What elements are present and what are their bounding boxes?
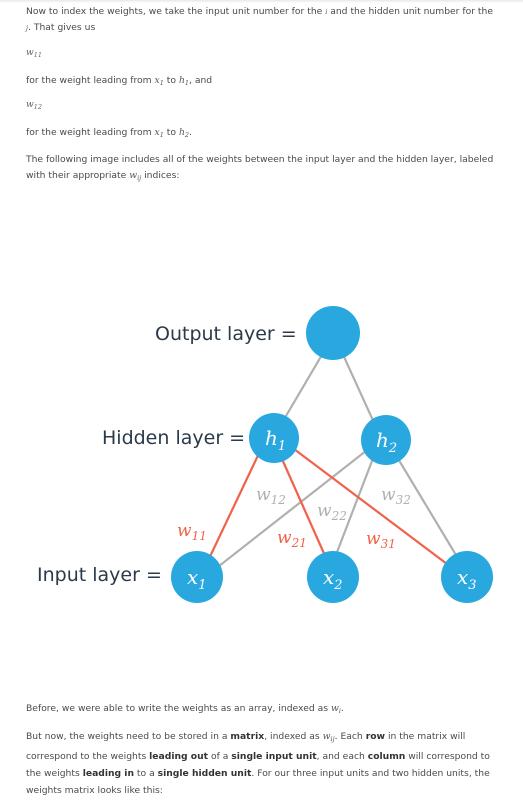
- top-shadow: [0, 0, 523, 3]
- w11-label: w11: [177, 521, 207, 543]
- edge-x2-h2: [332, 447, 379, 561]
- output-layer-label: Output layer =: [155, 323, 297, 345]
- j-symbol: j: [26, 24, 29, 32]
- network-diagram: h1 h2 x1 x2 x3 Output layer = Hidden lay…: [37, 306, 493, 603]
- w12-formula: w12: [26, 100, 42, 111]
- w12-label: w12: [256, 485, 286, 507]
- desc2-paragraph: for the weight leading from x1 to h2.: [26, 127, 192, 139]
- h2-label: h2: [376, 428, 397, 456]
- x3-label: x3: [457, 565, 477, 593]
- intro-text: Now to index the weights, we take the in…: [26, 6, 323, 17]
- x1-label: x1: [187, 565, 207, 593]
- edge-x3-h1: [285, 442, 456, 571]
- h1-label: h1: [265, 426, 286, 454]
- h1-node: [249, 413, 299, 463]
- h2-node: [361, 415, 411, 465]
- desc1-paragraph: for the weight leading from x1 to h1, an…: [26, 75, 213, 87]
- w32-label: w32: [381, 485, 411, 507]
- edge-x1-h1: [205, 446, 263, 566]
- intro-text-b: and the hidden unit number for the: [330, 6, 494, 17]
- edge-x1-h2: [204, 446, 372, 578]
- edge-x2-h1: [276, 449, 328, 559]
- i-symbol: i: [325, 8, 328, 16]
- before-paragraph: Before, we were able to write the weight…: [26, 703, 344, 715]
- x2-node: [307, 551, 359, 603]
- x1-node: [171, 551, 223, 603]
- w31-label: w31: [366, 529, 396, 551]
- w11-formula: w11: [26, 48, 42, 59]
- but-now-paragraph: But now, the weights need to be stored i…: [26, 731, 490, 796]
- hidden-layer-label: Hidden layer =: [102, 427, 245, 449]
- x3-node: [441, 551, 493, 603]
- w22-label: w22: [317, 501, 347, 523]
- w21-label: w21: [277, 528, 307, 550]
- following-paragraph: The following image includes all of the …: [26, 154, 494, 182]
- input-layer-label: Input layer =: [37, 564, 162, 586]
- intro-text-c: . That gives us: [28, 22, 96, 33]
- edge-x3-h2: [390, 446, 460, 561]
- output-node: [306, 306, 360, 360]
- x2-label: x2: [323, 565, 343, 593]
- intro-paragraph: Now to index the weights, we take the in…: [26, 4, 502, 36]
